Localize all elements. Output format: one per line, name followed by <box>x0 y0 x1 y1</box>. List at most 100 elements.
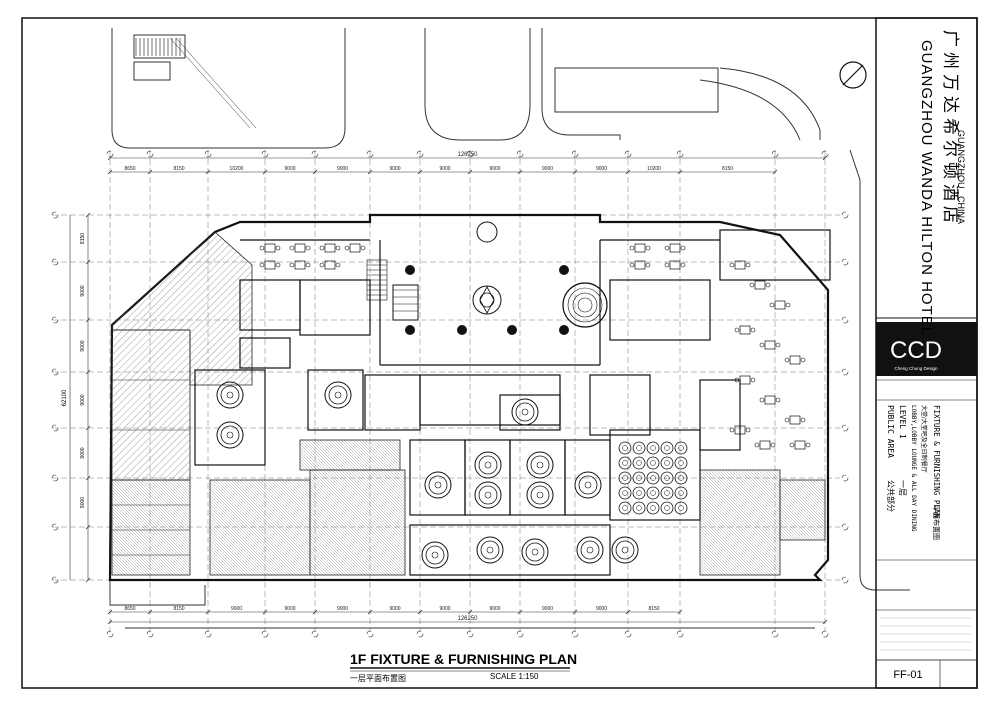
plan-type-en: FIXTURE & FURNISHING PLAN <box>932 405 941 518</box>
round-table <box>611 536 639 564</box>
lounge-table <box>759 340 781 350</box>
kitchen-blocks <box>209 439 826 576</box>
dimension-label-top: 10200 <box>647 166 661 172</box>
dining-table <box>646 456 660 470</box>
lounge-table <box>784 355 806 365</box>
dimension-label-top: 9000 <box>596 166 607 172</box>
dining-table <box>618 501 632 515</box>
dimension-strings: 8650 8150 10200 9000 9000 9000 9000 9000 9000 900… <box>62 152 828 625</box>
round-table <box>511 398 539 426</box>
lounge-table <box>734 325 756 335</box>
dining-table <box>632 501 646 515</box>
dimension-label-bottom: 9000 <box>337 606 348 612</box>
overall-dimension-left: 62100 <box>62 389 68 406</box>
lounge-table <box>259 260 281 270</box>
dimension-label-bottom: 8650 <box>124 606 135 612</box>
dining-table <box>646 486 660 500</box>
lobby-lounge-tables <box>259 243 811 450</box>
dining-table <box>660 486 674 500</box>
overall-dimension-bottom: 126250 <box>457 616 478 622</box>
dimension-label-top: 8650 <box>124 166 135 172</box>
dimension-label-top: 10200 <box>230 166 244 172</box>
dimension-label-left: 9000 <box>80 285 86 296</box>
dimension-label-bottom: 9000 <box>284 606 295 612</box>
round-table <box>576 536 604 564</box>
overall-dimension-top: 126250 <box>457 152 478 158</box>
firm-logo: CCD <box>890 337 942 364</box>
rooms-en: LOBBY,LOBBY LOUNGE & ALL DAY DINING <box>910 405 917 532</box>
column <box>559 265 569 275</box>
dining-table <box>618 486 632 500</box>
area-cn: 公共部分 <box>886 480 896 512</box>
ccd-logo <box>876 322 977 376</box>
lounge-table <box>759 395 781 405</box>
round-table <box>474 451 502 479</box>
dining-table <box>660 456 674 470</box>
area-en: PUBLIC AREA <box>886 405 895 458</box>
lounge-table <box>784 415 806 425</box>
dining-table <box>632 441 646 455</box>
round-table <box>476 536 504 564</box>
round-table <box>421 541 449 569</box>
lounge-table <box>664 243 686 253</box>
dimension-label-left: 9000 <box>80 497 86 508</box>
drawing-title: 1F FIXTURE & FURNISHING PLAN <box>350 651 577 667</box>
dimension-label-top: 9000 <box>542 166 553 172</box>
dimension-label-top: 9000 <box>489 166 500 172</box>
column <box>457 325 467 335</box>
dining-table <box>674 486 688 500</box>
round-table <box>526 451 554 479</box>
dimension-label-left: 9000 <box>80 340 86 351</box>
sheet-info: PUBLIC AREA 公共部分 LEVEL 1 一层 LOBBY,LOBBY … <box>886 405 941 540</box>
firm-tagline: Cheng Chung Design <box>894 366 938 371</box>
dimension-label-top: 8150 <box>722 166 733 172</box>
sheet-number: FF-01 <box>893 669 922 681</box>
dimension-label-bottom: 8150 <box>173 606 184 612</box>
round-table <box>474 481 502 509</box>
lounge-table <box>259 243 281 253</box>
lounge-table <box>664 260 686 270</box>
lobby-features <box>392 221 608 328</box>
dimension-label-bottom: 9000 <box>439 606 450 612</box>
column <box>405 325 415 335</box>
dimension-label-bottom: 9000 <box>231 606 242 612</box>
round-table <box>521 538 549 566</box>
dining-table <box>632 486 646 500</box>
lounge-table <box>319 243 341 253</box>
project-location: GUANGZHOU , CHINA <box>956 130 966 224</box>
dining-table <box>660 441 674 455</box>
lounge-table <box>749 280 771 290</box>
dimension-label-top: 8150 <box>173 166 184 172</box>
lounge-table <box>344 243 366 253</box>
column <box>507 325 517 335</box>
level-cn: 一层 <box>898 480 907 496</box>
round-table <box>324 381 352 409</box>
dining-table <box>618 441 632 455</box>
building-outline <box>108 213 830 582</box>
stair-flights <box>366 259 388 301</box>
dimension-label-top: 9000 <box>284 166 295 172</box>
project-name-cn: 广州万达希尔顿酒店 <box>941 30 960 228</box>
dining-table <box>632 456 646 470</box>
lounge-table <box>769 300 791 310</box>
round-table <box>526 481 554 509</box>
dining-table <box>618 456 632 470</box>
plan-type-cn: 平面布置图 <box>932 505 941 540</box>
dimension-label-bottom: 9000 <box>542 606 553 612</box>
dimension-label-bottom: 9000 <box>596 606 607 612</box>
dimension-label-top: 9000 <box>337 166 348 172</box>
dimension-label-left: 9000 <box>80 394 86 405</box>
dining-table <box>674 501 688 515</box>
lounge-table <box>289 243 311 253</box>
round-table <box>574 471 602 499</box>
room-partitions <box>194 229 831 576</box>
dining-table <box>674 456 688 470</box>
drawing-subtitle-cn: 一层平面布置图 <box>350 673 406 683</box>
lounge-table <box>289 260 311 270</box>
dining-table <box>660 501 674 515</box>
dimension-label-left: 8150 <box>80 233 86 244</box>
lounge-table <box>629 243 651 253</box>
dimension-label-top: 9000 <box>389 166 400 172</box>
level-en: LEVEL 1 <box>898 405 907 439</box>
